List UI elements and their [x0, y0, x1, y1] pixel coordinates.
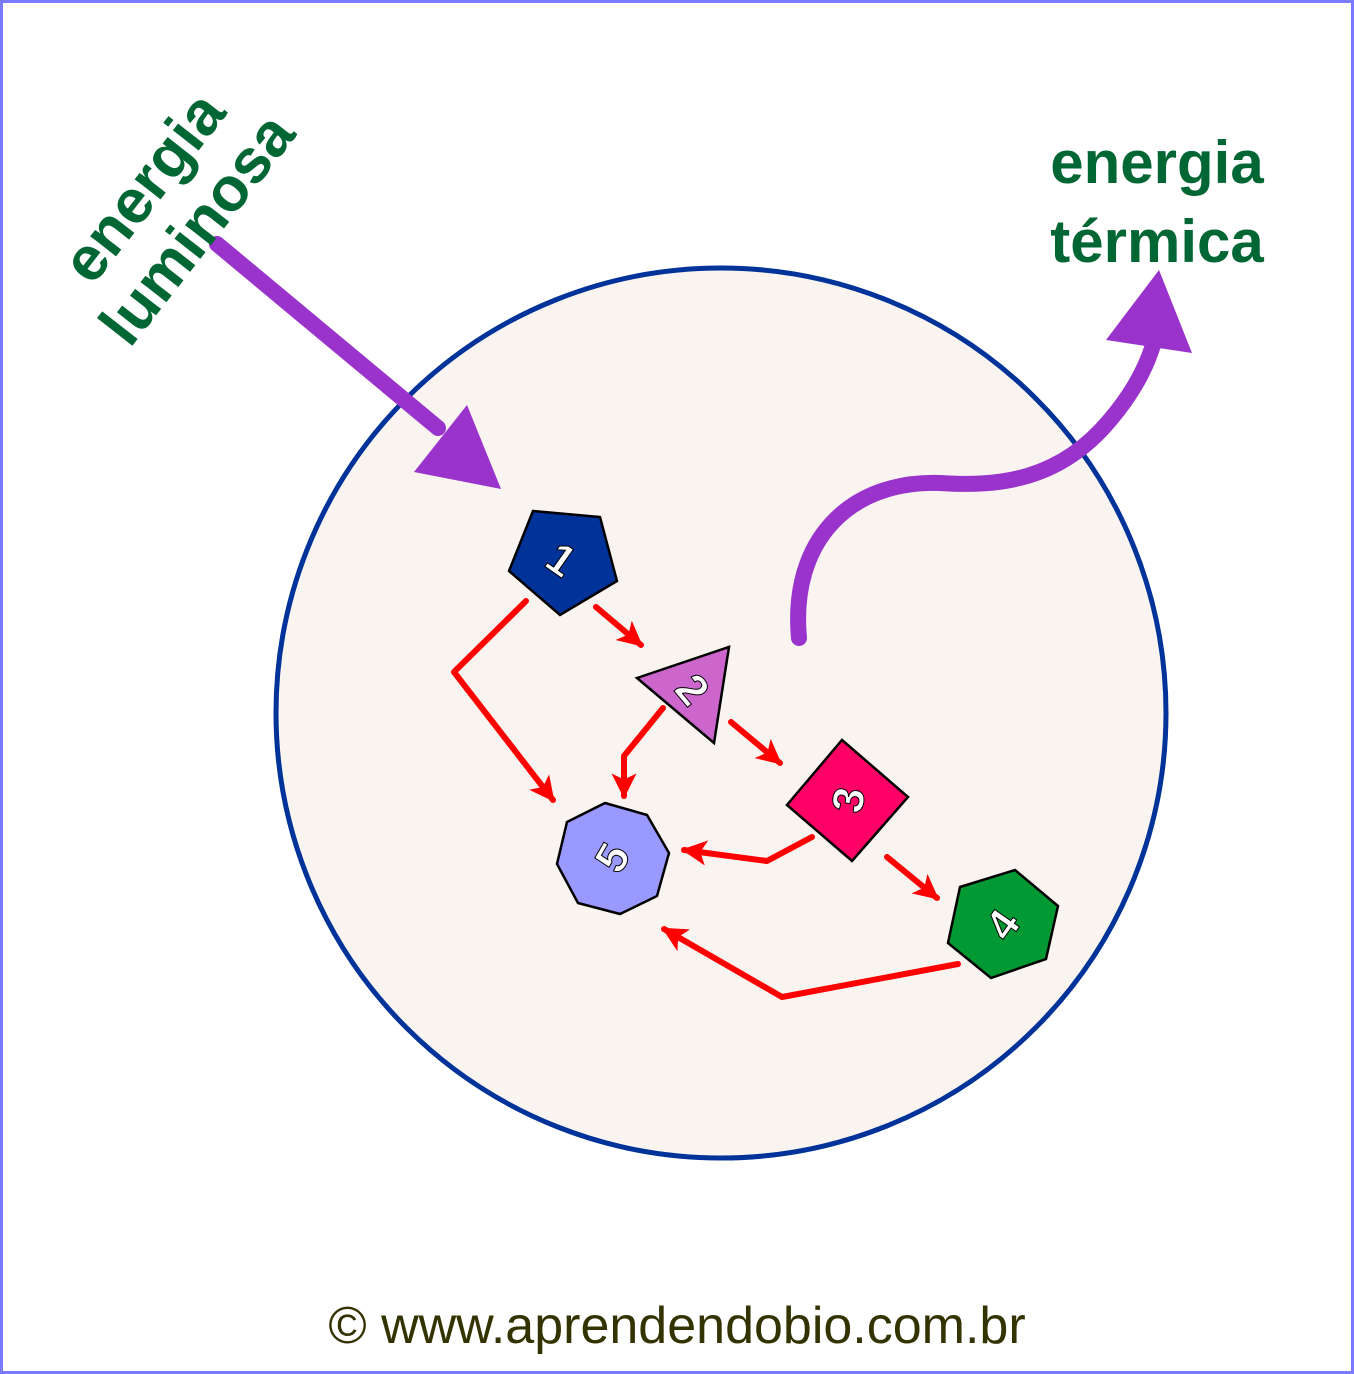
node-1-shape: [507, 509, 619, 617]
edge-2-to-5: [611, 705, 666, 799]
edge-4-to-5: [661, 926, 961, 1000]
thermal-energy-label-line2: térmica: [1050, 208, 1264, 275]
node-5-shape: [555, 801, 671, 916]
thermal-energy-label-line1: energia: [1050, 129, 1264, 196]
node-3: 3: [785, 738, 910, 863]
node-2: 2: [634, 645, 731, 746]
node-3-shape: [785, 738, 910, 863]
edge-3-to-5: [681, 834, 815, 866]
node-2-shape: [634, 645, 731, 746]
node-4-shape: [946, 868, 1060, 980]
copyright-credit: © www.aprendendobio.com.br: [328, 1297, 1025, 1355]
node-1: 1: [507, 509, 619, 617]
edge-2-to-3: [728, 719, 783, 766]
node-4: 4: [946, 868, 1060, 980]
edge-1-to-5: [451, 598, 556, 803]
light-energy-arrow: [209, 236, 501, 489]
edge-1-to-2: [593, 604, 644, 648]
edge-3-to-4: [884, 854, 940, 901]
thermal-energy-arrow: [790, 270, 1192, 646]
node-5: 5: [555, 801, 671, 916]
